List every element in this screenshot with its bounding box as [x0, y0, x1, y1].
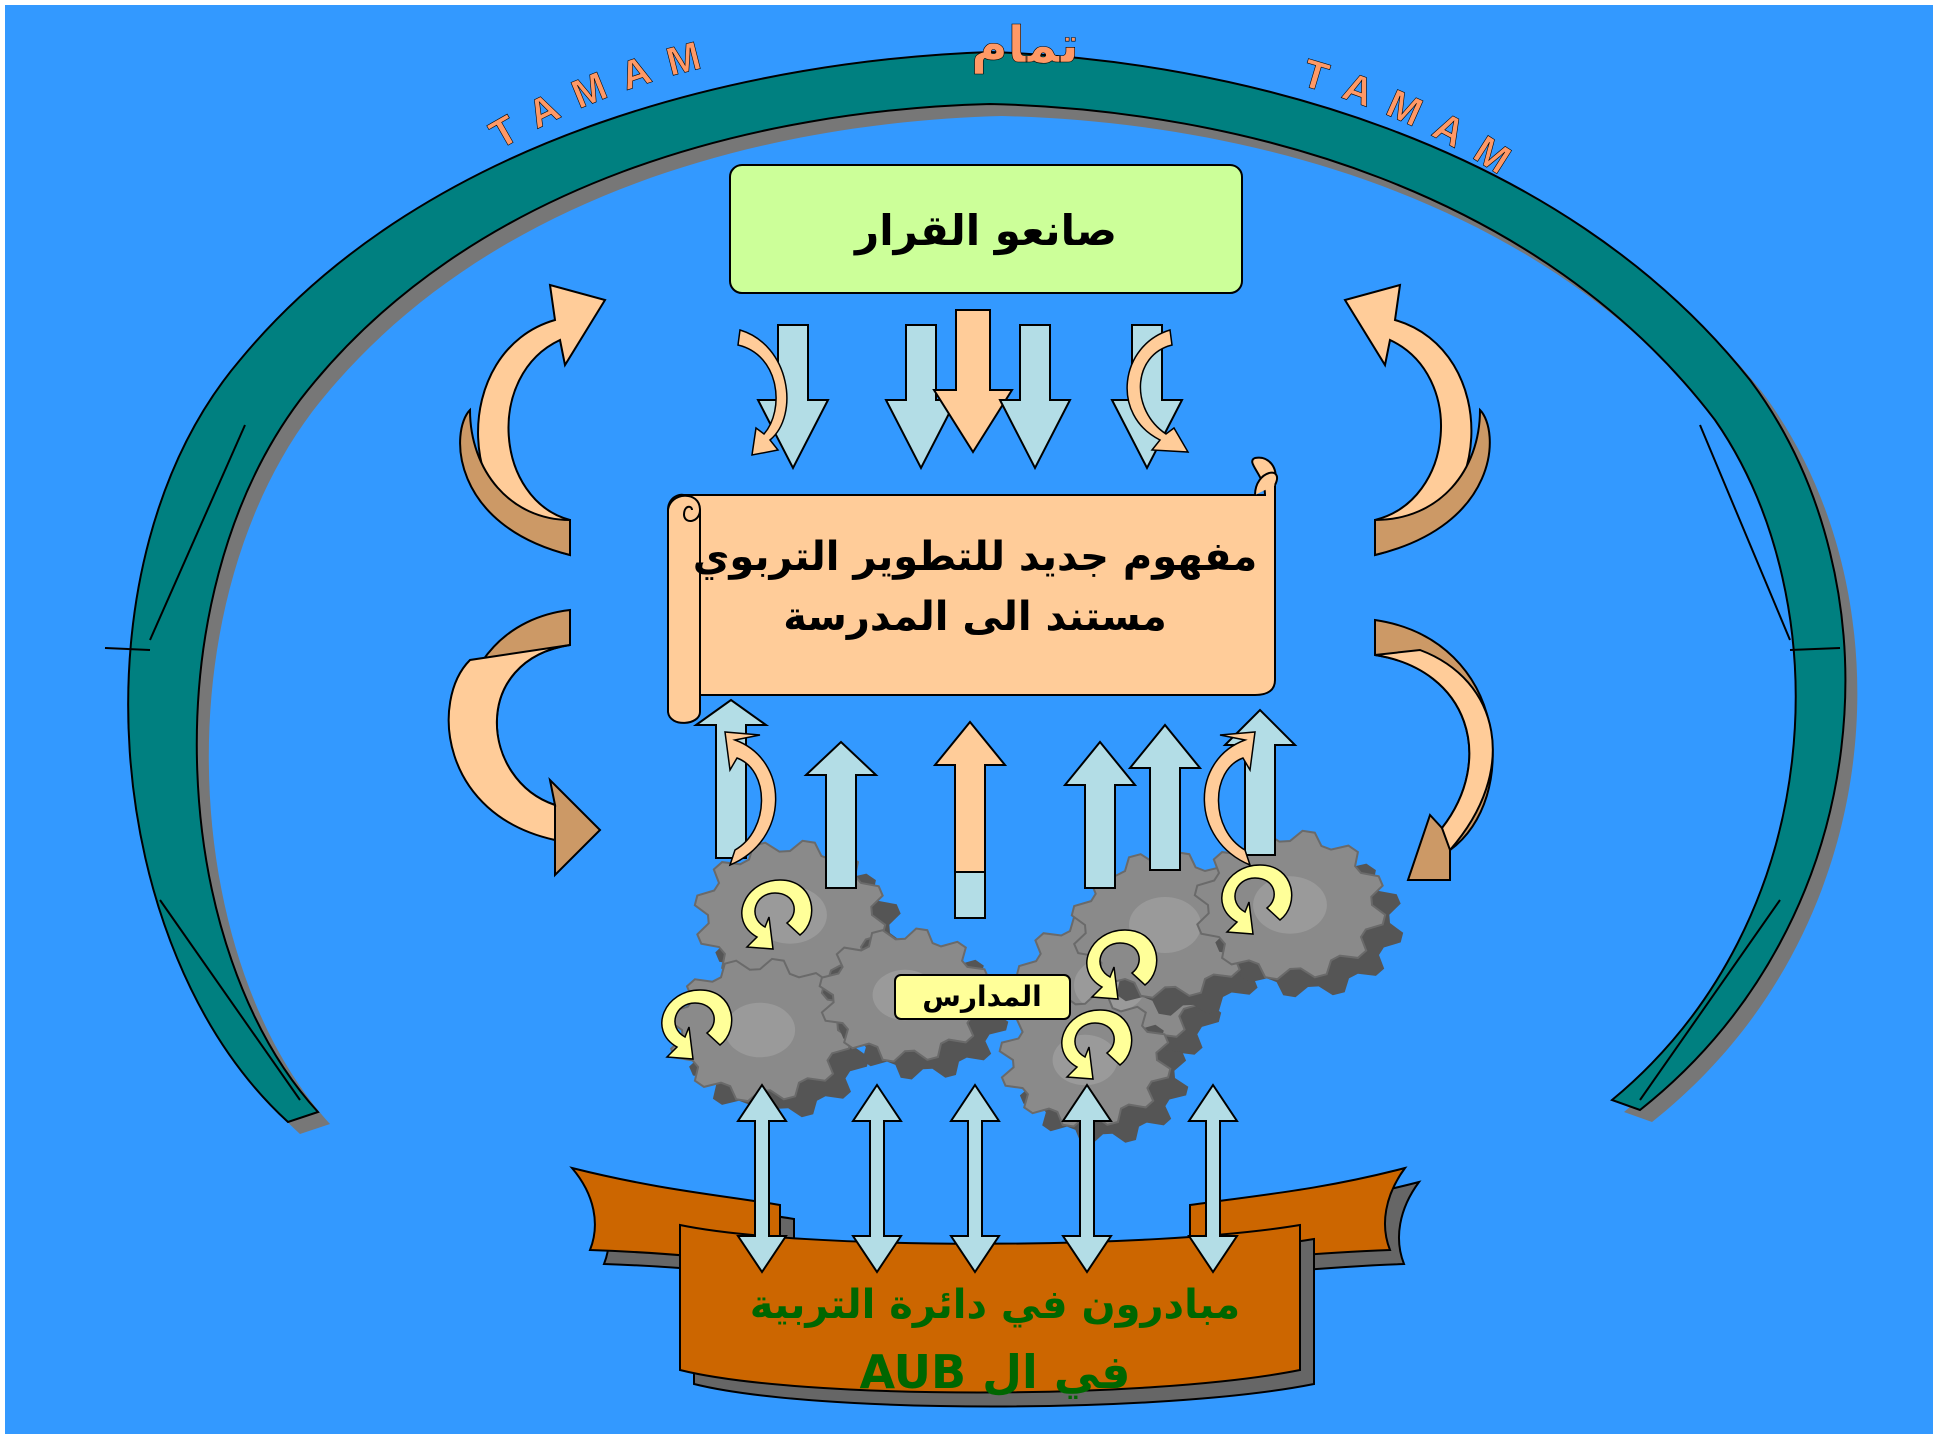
banner-line-1: مبادرون في دائرة التربية — [750, 1282, 1240, 1328]
up-arrow-5 — [1127, 723, 1203, 871]
small-curved-arrow-3 — [724, 731, 777, 867]
arc-title-arabic: تمام — [971, 16, 1079, 74]
tamam-arc — [104, 50, 1858, 1134]
large-curved-arrows — [447, 283, 1494, 881]
double-arrow — [1187, 1083, 1239, 1274]
double-arrow — [1061, 1083, 1113, 1274]
gears-cluster — [661, 829, 1404, 1145]
rotation-arrow-icon — [1086, 929, 1158, 1000]
scroll-line-2: مستند الى المدرسة — [783, 594, 1167, 640]
small-curved-arrow-4 — [1203, 731, 1256, 867]
small-curved-arrows-mid — [724, 731, 1256, 867]
small-curved-arrows-top — [737, 329, 1190, 456]
down-arrow-4 — [998, 324, 1072, 471]
concept-scroll: مفهوم جديد للتطوير التربوي مستند الى الم… — [667, 456, 1278, 724]
double-arrow — [851, 1083, 903, 1274]
decision-makers-label: صانعو القرار — [853, 206, 1117, 256]
rotation-arrow-icon — [741, 879, 813, 950]
rotation-arrow-icon — [1061, 1009, 1133, 1080]
scroll-line-1: مفهوم جديد للتطوير التربوي — [693, 534, 1258, 580]
double-arrow — [949, 1083, 1001, 1274]
schools-label-box: المدارس — [894, 974, 1071, 1020]
double-arrow — [736, 1083, 788, 1274]
schools-label: المدارس — [922, 980, 1041, 1013]
up-arrows — [692, 698, 1298, 919]
up-arrow-1 — [692, 698, 770, 859]
rotation-arrow-icon — [661, 989, 733, 1060]
small-curved-arrow-2 — [1126, 329, 1190, 453]
up-arrow-4 — [1062, 740, 1138, 889]
small-curved-arrow-1 — [737, 329, 788, 456]
banner-line-2: في ال AUB — [860, 1345, 1131, 1399]
down-arrow-3 — [932, 309, 1014, 454]
down-arrow-2 — [884, 324, 958, 471]
up-arrow-2 — [803, 740, 879, 889]
initiators-banner: مبادرون في دائرة التربية في ال AUB — [569, 1166, 1422, 1408]
decision-makers-box: صانعو القرار — [729, 164, 1243, 294]
double-arrows — [736, 1083, 1239, 1274]
rotation-arrow-icon — [1221, 864, 1293, 935]
